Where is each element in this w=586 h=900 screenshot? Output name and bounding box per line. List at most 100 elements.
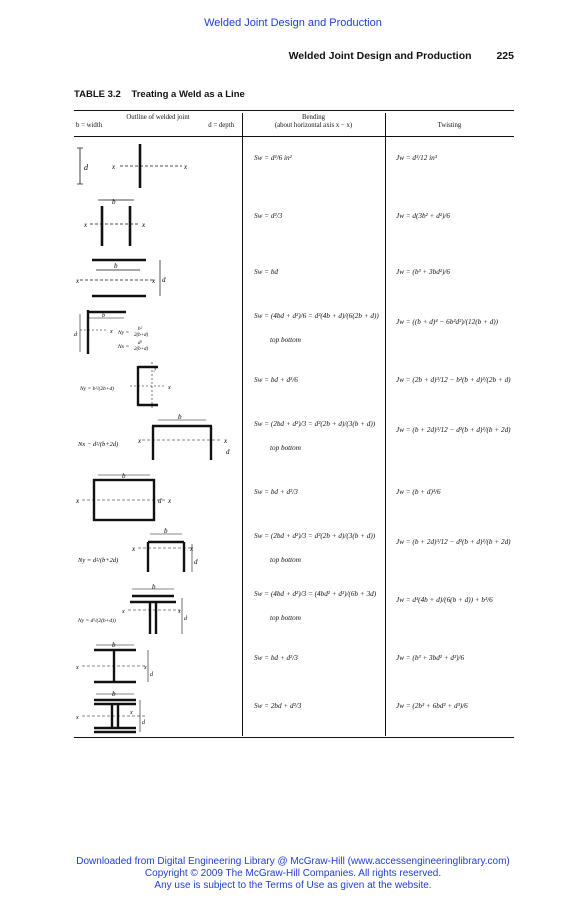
svg-text:d: d [226,448,230,456]
table-row: d x x Sw = d²/6 in² Jw = d³/12 in³ [74,140,514,192]
svg-text:Nx − d²/(b+2d): Nx − d²/(b+2d) [77,441,118,448]
weld-line-table: Outline of welded joint b = width d = de… [74,110,514,738]
twisting-formula: Jw = (2b + d)³/12 − b²(b + d)²/(2b + d) [396,376,511,384]
bending-location-notes: top bottom [270,556,301,564]
header-bending-title: Bending [301,114,326,121]
table-row: b x x d Sw = bd Jw = (b³ + 3bd²)/6 [74,252,514,304]
bending-formula: Sw = 2bd + d²/3 [254,702,302,710]
svg-text:x: x [177,609,181,615]
bending-formula: Sw = (2bd + d²)/3 = d²(2b + d)/(3(b + d)… [254,532,376,540]
svg-text:d: d [74,332,78,338]
twisting-formula: Jw = d(3b² + d²)/6 [396,212,450,220]
table-caption: TABLE 3.2 Treating a Weld as a Line [74,89,245,100]
svg-text:d: d [184,616,188,622]
running-head-title: Welded Joint Design and Production [288,50,472,62]
twisting-formula: Jw = (b + d)³/6 [396,488,441,496]
bending-location-notes: top bottom [270,444,301,452]
bending-location-notes: top bottom [270,336,301,344]
svg-text:d: d [158,497,162,505]
twisting-formula: Jw = d³(4b + d)/(6(b + d)) + b³/6 [396,596,493,604]
table-row: b x x d Nx − d²/(b+2d) Sw = (2bd + d²)/3… [74,414,514,470]
svg-text:Ny = d²/(2(b+d)): Ny = d²/(2(b+d)) [77,617,116,624]
bending-formula: Sw = bd + d²/6 [254,376,298,384]
table-header-rule [74,136,514,137]
table-top-rule [74,110,514,111]
weld-outline-i-beam-flanges: b x x d [74,642,242,688]
weld-outline-two-horizontal: b x x d [74,252,242,304]
weld-outline-channel-vertical: b x x d Nx − d²/(b+2d) [74,414,242,470]
svg-text:b: b [102,313,105,319]
table-number: TABLE 3.2 [74,89,121,100]
footer-terms-line: Any use is subject to the Terms of Use a… [154,880,432,891]
svg-text:b: b [152,584,156,591]
svg-text:x: x [167,497,172,505]
weld-outline-single-line: d x x [74,140,242,192]
table-row: y x Ny = b²/(2b+d) Sw = bd + d²/6 Jw = (… [74,360,514,412]
svg-text:b: b [164,527,168,535]
svg-text:x: x [143,665,147,671]
table-row: b x x d Ny = d²/(2(b+d)) Sw = (4bd + d²)… [74,584,514,640]
svg-text:x: x [75,277,80,285]
column-divider [385,113,386,736]
weld-outline-angle: b d x Ny = b² 2(b+d) Nx = d² 2(b+d) [74,306,242,358]
weld-outline-hat: b x x d Ny = d²/(b+2d) [74,526,242,582]
svg-text:x: x [223,437,228,445]
header-depth-def: d = depth [208,122,234,129]
header-outline-title: Outline of welded joint [126,114,190,121]
svg-text:x: x [183,163,188,171]
header-width-def: b = width [76,122,103,129]
bending-formula: Sw = d²/6 in² [254,154,292,162]
running-head: Welded Joint Design and Production 225 [0,50,514,62]
svg-text:Ny = d²/(b+2d): Ny = d²/(b+2d) [77,557,118,564]
weld-outline-i-beam-full: b x x d [74,690,242,736]
svg-text:x: x [167,385,171,391]
header-bending: Bending (about horizontal axis x − x) [242,114,385,130]
svg-text:b: b [112,198,116,206]
footer-source-line[interactable]: Downloaded from Digital Engineering Libr… [76,856,510,867]
svg-text:x: x [129,710,133,716]
svg-text:x: x [75,715,79,721]
svg-text:Nx =: Nx = [117,344,129,350]
twisting-formula: Jw = d³/12 in³ [396,154,437,162]
svg-text:b: b [112,690,116,698]
svg-text:Ny =: Ny = [117,330,129,336]
svg-text:b: b [112,642,116,649]
svg-text:Ny = b²/(2b+d): Ny = b²/(2b+d) [79,385,114,392]
bending-location-notes: top bottom [270,614,301,622]
table-row: b x x Sw = d²/3 Jw = d(3b² + d²)/6 [74,194,514,250]
bending-formula: Sw = (4bd + d²)/6 = d²(4b + d)/(6(2b + d… [254,312,379,320]
source-banner: Welded Joint Design and Production [204,17,382,29]
svg-text:x: x [121,609,125,615]
svg-text:x: x [75,665,79,671]
weld-outline-two-vertical: b x x [74,194,242,250]
table-row: b x x d Ny = d²/(b+2d) Sw = (2bd + d²)/3… [74,526,514,582]
twisting-formula: Jw = (b + 2d)³/12 − d²(b + d)²/(b + 2d) [396,426,511,434]
twisting-formula: Jw = (b³ + 3bd²)/6 [396,268,450,276]
header-outline: Outline of welded joint b = width d = de… [74,114,242,130]
download-footer: Downloaded from Digital Engineering Libr… [0,856,586,892]
svg-text:y: y [153,366,157,372]
svg-text:x: x [131,545,136,553]
bending-formula: Sw = bd [254,268,279,276]
twisting-formula: Jw = (b + 2d)³/12 − d²(b + d)²/(b + 2d) [396,538,511,546]
column-divider [242,113,243,736]
svg-text:d: d [162,276,166,284]
table-title: Treating a Weld as a Line [131,89,245,100]
svg-text:b: b [114,262,118,270]
header-bending-axis: (about horizontal axis x − x) [274,122,353,129]
table-row: b x d x Sw = bd + d²/3 Jw = (b + d)³/6 [74,472,514,524]
svg-text:x: x [189,545,194,553]
svg-text:x: x [111,163,116,171]
bending-formula: Sw = d²/3 [254,212,283,220]
page-number: 225 [496,50,514,62]
weld-outline-box: b x d x [74,472,242,524]
svg-text:b: b [122,472,126,480]
weld-outline-channel-horizontal: y x Ny = b²/(2b+d) [74,360,242,412]
svg-text:d: d [194,558,198,566]
weld-outline-tee: b x x d Ny = d²/(2(b+d)) [74,584,242,640]
table-row: b x x d Sw = 2bd + d²/3 Jw = (2b³ + 6bd²… [74,690,514,736]
bending-formula: Sw = bd + d²/3 [254,488,298,496]
bending-formula: Sw = bd + d²/3 [254,654,298,662]
svg-text:d: d [150,672,154,678]
twisting-formula: Jw = ((b + d)⁴ − 6b²d²)/(12(b + d)) [396,318,499,326]
